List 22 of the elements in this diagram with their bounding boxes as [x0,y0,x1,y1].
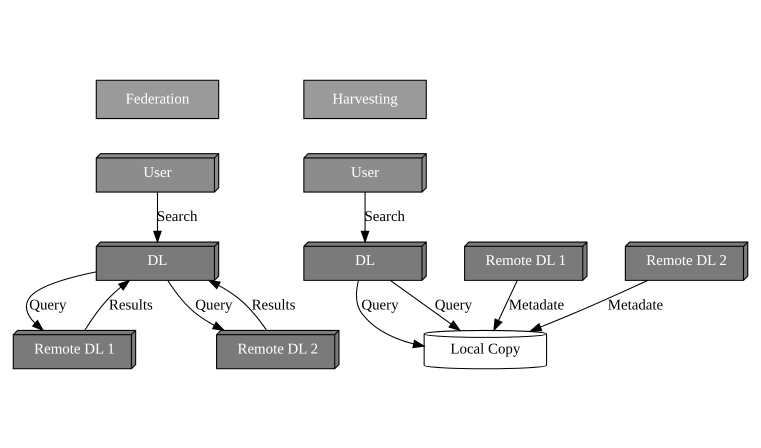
edge-label: Metadate [508,296,564,313]
arrow [153,192,162,244]
edge-label: Query [29,296,66,313]
arrow [390,280,462,331]
edge-label: Query [361,296,399,313]
edge-label: Results [252,296,296,313]
edge-label: Search [364,208,406,224]
edge-label: Query [195,296,233,313]
arrow [493,280,518,332]
node-box: Federation [96,79,220,119]
arrow [26,270,96,331]
edge-label: Results [108,296,153,313]
edge-label: Search [156,208,198,224]
arrow [208,279,267,330]
edge-label: Metadate [608,296,664,313]
arrow [528,280,648,332]
node-box: Harvesting [303,79,427,119]
arrow [168,280,226,330]
arrow [356,280,426,348]
edge-label: Query [434,296,472,313]
arrow [84,279,131,330]
arrow [360,192,370,244]
